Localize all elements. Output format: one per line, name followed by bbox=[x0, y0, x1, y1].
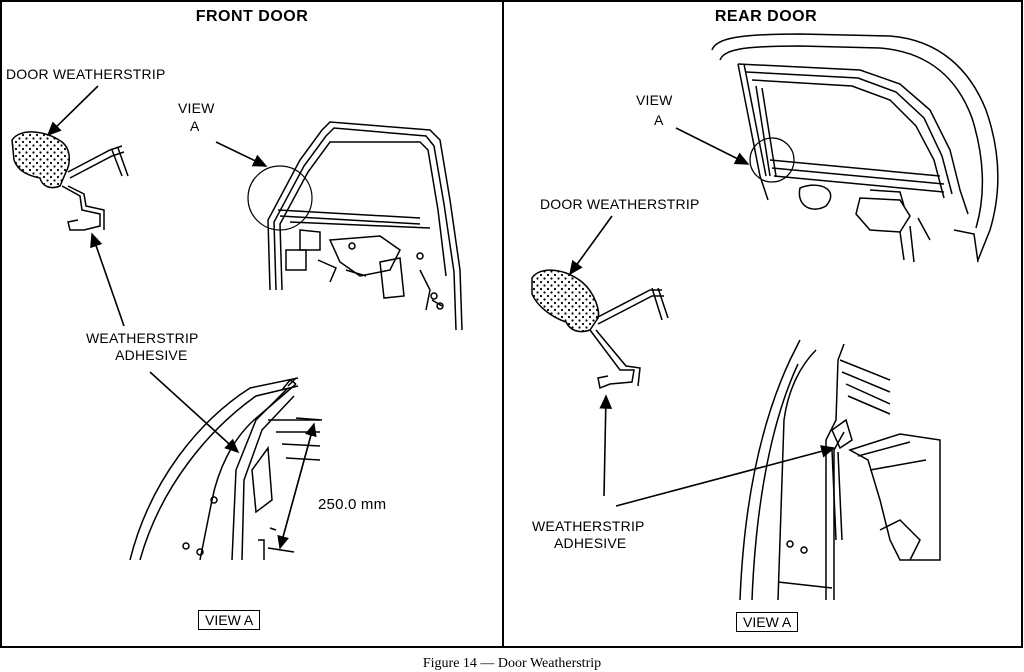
front-adhesive-line2: ADHESIVE bbox=[115, 347, 188, 363]
rear-door-title: REAR DOOR bbox=[714, 8, 818, 25]
front-view-a-detail bbox=[129, 377, 321, 561]
front-view-a-box: VIEW A bbox=[198, 610, 261, 630]
front-adhesive-label: WEATHERSTRIP ADHESIVE bbox=[86, 330, 199, 364]
rear-weatherstrip-label: DOOR WEATHERSTRIP bbox=[540, 196, 700, 212]
rear-leader-arrows bbox=[569, 127, 836, 507]
outer-border bbox=[0, 0, 1023, 648]
figure-frame: FRONT DOOR DOOR WEATHERSTRIP VIEW A WEAT… bbox=[0, 0, 1023, 648]
rear-view-label-bottom: A bbox=[654, 112, 664, 128]
line-drawing bbox=[0, 0, 1023, 648]
front-door-drawing bbox=[247, 121, 463, 331]
rear-adhesive-label: WEATHERSTRIP ADHESIVE bbox=[532, 518, 645, 552]
rear-door-drawing bbox=[711, 33, 999, 263]
front-leader-arrows bbox=[46, 85, 268, 454]
rear-view-a-detail bbox=[739, 339, 941, 601]
front-adhesive-line1: WEATHERSTRIP bbox=[86, 330, 199, 346]
figure-caption: Figure 14 — Door Weatherstrip bbox=[422, 656, 602, 671]
front-weatherstrip-part bbox=[11, 131, 129, 231]
rear-view-a-box: VIEW A bbox=[736, 612, 799, 632]
front-weatherstrip-label: DOOR WEATHERSTRIP bbox=[6, 66, 166, 82]
rear-view-label-top: VIEW bbox=[636, 92, 673, 108]
front-view-label-top: VIEW bbox=[178, 100, 215, 116]
rear-adhesive-line2: ADHESIVE bbox=[554, 535, 627, 551]
rear-weatherstrip-part bbox=[531, 269, 669, 390]
front-dimension-label: 250.0 mm bbox=[318, 496, 387, 513]
front-dimension-line bbox=[267, 417, 323, 553]
front-view-label-bottom: A bbox=[190, 118, 200, 134]
rear-adhesive-line1: WEATHERSTRIP bbox=[532, 518, 645, 534]
front-door-title: FRONT DOOR bbox=[195, 8, 309, 25]
